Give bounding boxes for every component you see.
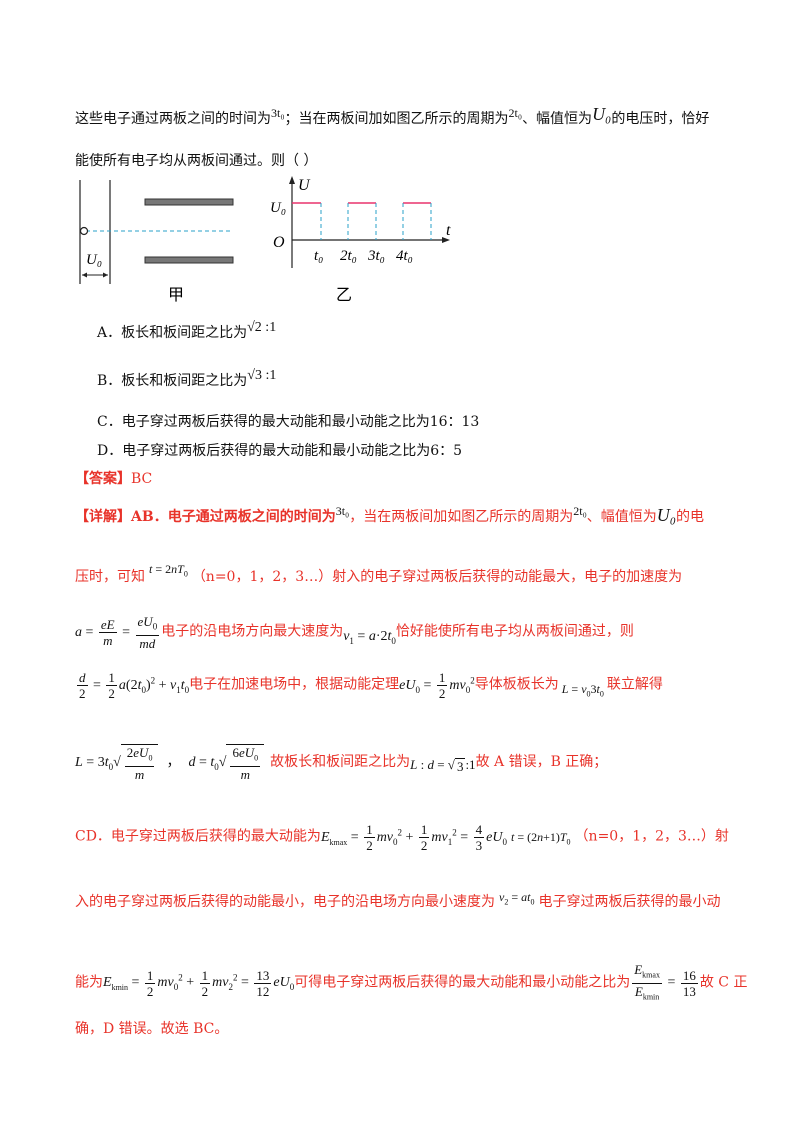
option-c: C．电子穿过两板后获得的最大动能和最小动能之比为16：13: [97, 414, 480, 430]
figure-label-yi: 乙: [336, 287, 352, 302]
period-2t0: 2t₀: [508, 106, 523, 120]
explanation-text: 故板长和板间距之比为: [270, 754, 411, 771]
explanation-text: 电子在加速电场中，根据动能定理: [189, 676, 400, 693]
upper-plate: [144, 198, 234, 206]
explanation-text: CD．电子穿过两板后获得的最大动能为: [75, 828, 321, 845]
explanation-text: 、幅值恒为: [586, 509, 657, 525]
formula-v1: v1 = a·2t0: [343, 628, 396, 646]
explanation-text: 故 C 正: [699, 974, 748, 991]
option-d: D．电子穿过两板后获得的最大动能和最小动能之比为6：5: [97, 443, 463, 459]
time-3t0: 3t₀: [271, 106, 285, 120]
tick-label: t₀: [314, 248, 323, 264]
explanation-text: （n=0，1，2，3…）射: [574, 828, 729, 845]
question-text: 这些电子通过两板之间的时间为: [75, 111, 271, 127]
figure: U₀ 甲 U t O U₀ t₀ 2t₀ 3t₀ 4t₀ 乙: [79, 176, 451, 302]
tick-label: 4t₀: [396, 248, 413, 264]
explanation-text: 压时，可知: [75, 569, 145, 585]
u-axis-arrow: [289, 176, 295, 184]
u0-label-right: U₀: [270, 200, 286, 216]
question-line-2: 能使所有电子均从两板间通过。则（ ）: [75, 153, 318, 169]
period-2t0: 2t₀: [573, 504, 587, 518]
option-a: A．板长和板间距之比为√2 :1: [97, 320, 276, 342]
explanation-text: 【详解】AB．电子通过两板之间的时间为: [75, 509, 336, 525]
amplitude-u0: U₀: [656, 505, 677, 525]
question-text: 、幅值恒为: [522, 111, 593, 127]
explanation-line-1: 【详解】AB．电子通过两板之间的时间为3t₀，当在两板间加如图乙所示的周期为2t…: [75, 504, 704, 526]
option-text: B．板长和板间距之比为: [97, 373, 248, 389]
explanation-text: 的电: [676, 509, 705, 525]
explanation-text: 可得电子穿过两板后获得的最大动能和最小动能之比为: [294, 974, 631, 991]
tick-label: 2t₀: [340, 248, 357, 264]
explanation-text: 电子穿过两板后获得的最小动: [538, 894, 721, 910]
explanation-text: 恰好能使所有电子均从两板间通过，则: [395, 623, 634, 640]
option-text: A．板长和板间距之比为: [97, 325, 248, 341]
explanation-text: ，当在两板间加如图乙所示的周期为: [349, 509, 574, 525]
formula-length: L = v03t0: [561, 681, 604, 699]
answer-value: BC: [131, 471, 153, 487]
origin-label: O: [273, 234, 285, 251]
question-text: 的电压时，恰好: [611, 111, 710, 127]
explanation-text: 电子的沿电场方向最大速度为: [161, 623, 344, 640]
arrow-head: [103, 272, 108, 278]
formula-t-min: t = (2n+1)T0: [510, 829, 571, 847]
t-axis-arrow: [442, 237, 450, 243]
option-math: √2 :1: [247, 320, 277, 335]
wave-dashed-edges: [320, 203, 432, 240]
explanation-text: 导体板板长为: [474, 676, 559, 693]
formula-v2: v2 = at0: [499, 890, 535, 907]
explanation-text: 入的电子穿过两板后获得的动能最小，电子的沿电场方向最小速度为: [75, 894, 495, 910]
option-math: √3 :1: [247, 368, 277, 383]
axis-t-label: t: [446, 222, 451, 239]
lower-plate: [144, 256, 234, 264]
formula-ratio: L : d = √3:1: [410, 757, 476, 774]
electron-source: [79, 226, 89, 236]
question-text: ；当在两板间加如图乙所示的周期为: [284, 111, 509, 127]
explanation-text: 能为: [75, 974, 103, 991]
explanation-text: （n=0，1，2，3…）射入的电子穿过两板后获得的动能最大，电子的加速度为: [191, 569, 683, 585]
amplitude-u0: U₀: [592, 104, 612, 124]
explanation-text: 联立解得: [606, 676, 663, 693]
axis-u-label: U: [298, 177, 311, 194]
formula-t-2nT0: t = 2nT0: [149, 562, 188, 579]
figure-label-jia: 甲: [168, 287, 184, 302]
u0-label-left: U₀: [86, 252, 102, 268]
explanation-text: 故 A 错误，B 正确；: [475, 754, 608, 771]
answer-line: 【答案】BC: [75, 468, 152, 488]
arrow-head: [82, 272, 87, 278]
explanation-line-9: 确，D 错误。故选 BC。: [75, 1021, 229, 1037]
answer-label: 【答案】: [75, 471, 131, 487]
tick-label: 3t₀: [367, 248, 385, 264]
time-3t0: 3t₀: [335, 504, 350, 518]
option-b: B．板长和板间距之比为√3 :1: [97, 368, 276, 390]
question-line-1: 这些电子通过两板之间的时间为3t₀；当在两板间加如图乙所示的周期为2t₀、幅值恒…: [75, 104, 709, 128]
